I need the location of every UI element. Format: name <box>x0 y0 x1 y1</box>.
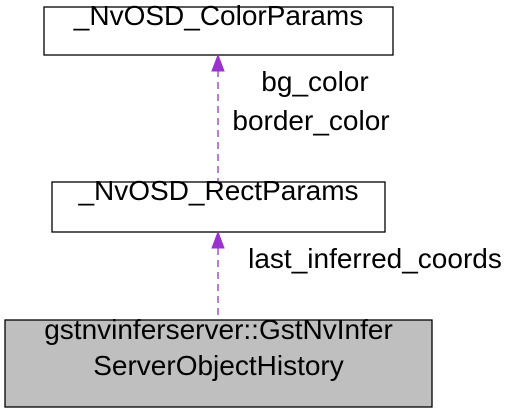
node-rect-params-label: _NvOSD_RectParams <box>77 175 358 206</box>
edge-label-bg-color: bg_color <box>261 66 368 97</box>
node-color-params-label: _NvOSD_ColorParams <box>73 0 363 31</box>
edge-rect-to-history-arrowhead <box>211 230 225 249</box>
node-rect-params-box <box>51 181 386 233</box>
node-rect-params[interactable]: _NvOSD_RectParams <box>51 175 386 233</box>
edge-label-last-inferred-coords: last_inferred_coords <box>248 243 502 274</box>
node-object-history[interactable]: gstnvinferserver::GstNvInfer ServerObjec… <box>4 314 433 408</box>
node-object-history-box <box>4 319 433 408</box>
node-color-params[interactable]: _NvOSD_ColorParams <box>43 0 394 56</box>
edge-label-border-color: border_color <box>232 105 389 136</box>
edge-color-to-rect-arrowhead <box>211 53 225 72</box>
node-object-history-label-line1: gstnvinferserver::GstNvInfer <box>44 314 393 345</box>
edge-color-to-rect: bg_color border_color <box>211 53 390 181</box>
edge-rect-to-history: last_inferred_coords <box>211 230 502 319</box>
node-object-history-label-line2: ServerObjectHistory <box>93 350 344 381</box>
node-color-params-box <box>43 6 394 56</box>
